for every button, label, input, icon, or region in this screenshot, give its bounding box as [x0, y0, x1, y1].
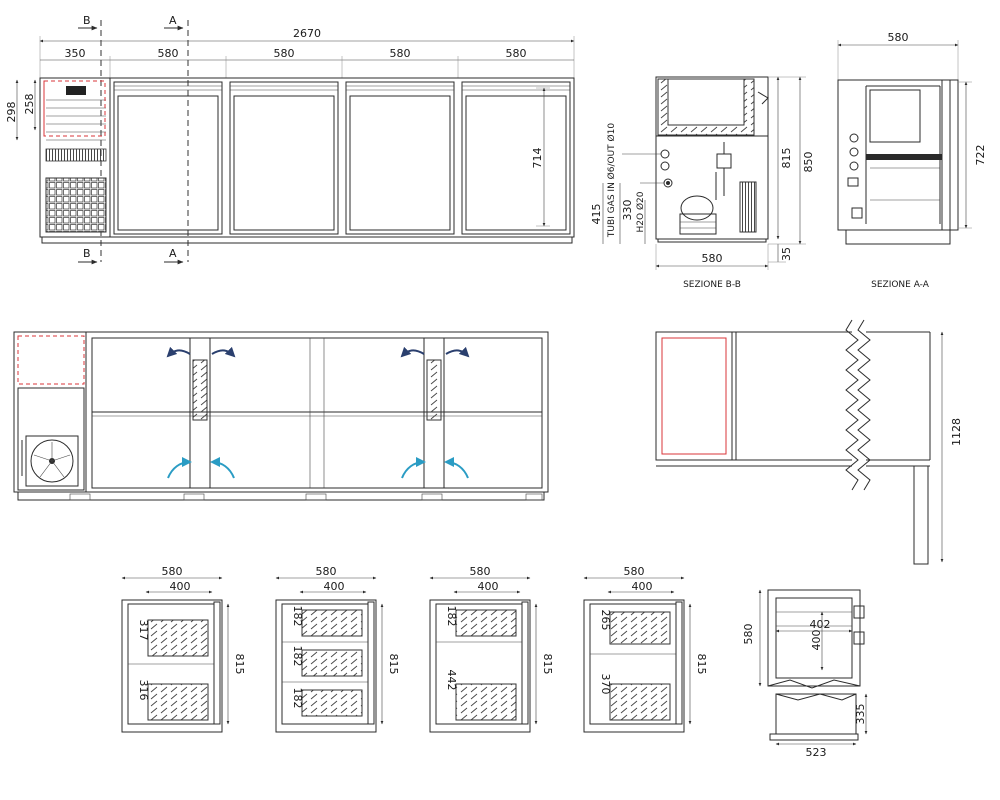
dim-drawer-height-1: 317: [137, 620, 150, 641]
dim-drawer-height-2: 442: [445, 670, 458, 691]
compartment-view-2: 580 400 182 182 182 815: [275, 565, 400, 733]
dim-outer-width: 580: [624, 565, 645, 578]
dim-detail-335: 335: [854, 704, 867, 725]
dim-inner-width: 400: [632, 580, 653, 593]
dim-detail-523: 523: [806, 746, 827, 759]
dim-drawer-height-3: 182: [291, 688, 304, 709]
dim-segment-4: 580: [390, 47, 411, 60]
dim-segment-2: 580: [158, 47, 179, 60]
dim-compartment-height: 815: [233, 654, 246, 675]
section-aa-caption: SEZIONE A-A: [871, 280, 930, 290]
dim-outer-width: 580: [162, 565, 183, 578]
dim-drawer-height-2: 316: [137, 680, 150, 701]
dim-detail-400: 400: [810, 630, 823, 651]
side-detail-view: 1128: [655, 319, 963, 565]
glass-doors: [113, 81, 571, 235]
dim-compartment-height: 815: [387, 654, 400, 675]
dim-body-height: 815: [780, 148, 793, 169]
dim-drawer-height-1: 265: [599, 610, 612, 631]
dim-inner-width: 400: [478, 580, 499, 593]
dim-outer-width: 580: [316, 565, 337, 578]
dim-compartment-height: 815: [541, 654, 554, 675]
dim-total-height: 850: [802, 152, 815, 173]
dim-feet-height: 35: [780, 247, 793, 261]
section-marker-b-top: B: [83, 14, 91, 27]
dim-drawer-height-1: 182: [291, 606, 304, 627]
dim-detail-402: 402: [810, 618, 831, 631]
dim-section-bb-width: 580: [702, 252, 723, 265]
dim-drawer-height-1: 182: [445, 606, 458, 627]
dim-inner-width: 400: [324, 580, 345, 593]
condenser-grille: [45, 177, 107, 233]
section-marker-a-top: A: [169, 14, 177, 27]
dim-door-height: 714: [531, 148, 544, 169]
compartment-view-3: 580 400 182 442 815: [429, 565, 554, 733]
top-plan-view: [13, 331, 549, 501]
compartment-view-4: 580 400 265 370 815: [583, 565, 708, 733]
dim-drawer-height-2: 182: [291, 646, 304, 667]
section-bb-view: 815 850 35 415 330 TUBI GAS IN Ø6/OUT Ø1…: [590, 76, 815, 290]
dim-pipe-height-330: 330: [621, 200, 634, 221]
compartment-view-1: 580 400 317 316 815: [121, 565, 246, 733]
section-marker-a-bottom: A: [169, 247, 177, 260]
dim-segment-5: 580: [506, 47, 527, 60]
dim-outer-width: 580: [470, 565, 491, 578]
dim-side-length: 1128: [950, 418, 963, 446]
dim-segment-3: 580: [274, 47, 295, 60]
dim-pipe-height-415: 415: [590, 204, 603, 225]
dim-detail-depth: 580: [742, 624, 755, 645]
gas-pipe-label: TUBI GAS IN Ø6/OUT Ø10: [606, 123, 617, 238]
dim-drawer-height-2: 370: [599, 674, 612, 695]
dim-compartment-height: 815: [695, 654, 708, 675]
dim-inner-width: 400: [170, 580, 191, 593]
detail-view: 580 402 400 335 523: [742, 589, 868, 759]
section-bb-caption: SEZIONE B-B: [683, 280, 741, 290]
water-pipe-label: H2O Ø20: [635, 191, 646, 232]
section-marker-b-bottom: B: [83, 247, 91, 260]
dim-height-298: 298: [5, 102, 18, 123]
dim-height-258: 258: [23, 94, 36, 115]
dim-segment-1: 350: [65, 47, 86, 60]
dim-section-aa-width: 580: [888, 31, 909, 44]
front-view: 2670 350 580 580 580 580 B A B A: [5, 14, 575, 265]
dim-section-aa-height: 722: [974, 145, 987, 166]
dim-total-width: 2670: [293, 27, 321, 40]
control-panel: [43, 80, 107, 233]
section-aa-view: 580 722 SEZIONE A-A: [837, 31, 987, 290]
